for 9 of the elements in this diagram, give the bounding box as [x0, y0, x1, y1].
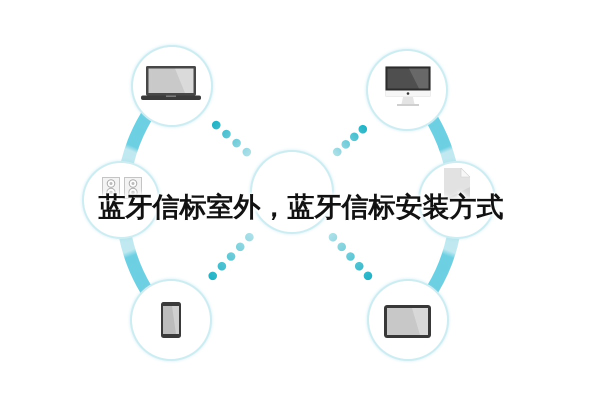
- arc-connector: [119, 236, 152, 293]
- device-circle: [366, 49, 448, 131]
- device-circle: [367, 279, 449, 361]
- arc-connector: [121, 113, 152, 165]
- device-circle: [131, 45, 213, 127]
- device-circle: [130, 279, 212, 361]
- arc-connector: [426, 236, 460, 292]
- arc-connector: [426, 117, 456, 165]
- title: 蓝牙信标室外，蓝牙信标安装方式: [98, 194, 504, 222]
